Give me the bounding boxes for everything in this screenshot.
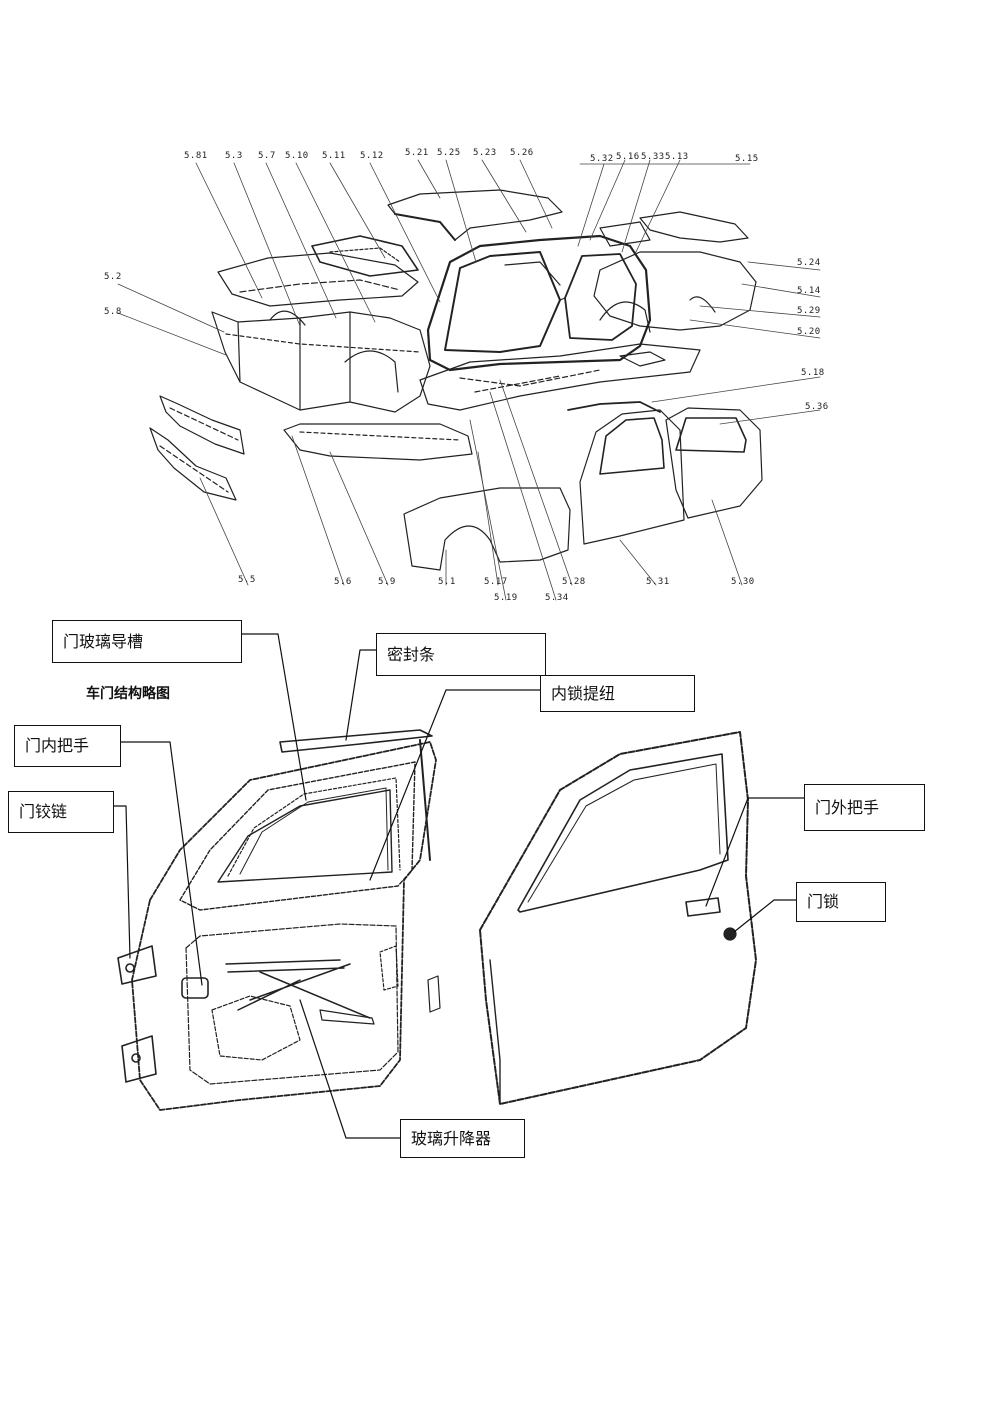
label-inner-lock-knob: 内锁提纽 (540, 675, 695, 712)
door-diagram-title: 车门结构略图 (86, 686, 170, 702)
part-label-5-32: 5.32 (590, 154, 614, 164)
part-label-5-36: 5.36 (805, 402, 829, 412)
part-label-5-15: 5.15 (735, 154, 759, 164)
label-door-lock: 门锁 (796, 882, 886, 922)
label-hinge: 门铰链 (8, 791, 114, 833)
hinges (117, 945, 157, 1083)
front-rail-lower (149, 427, 237, 501)
label-window-regulator: 玻璃升降器 (400, 1119, 525, 1158)
front-fender (403, 487, 571, 571)
door-lock-cylinder (723, 927, 737, 941)
exploded-body-view (149, 189, 763, 571)
part-label-5-29: 5.29 (797, 306, 821, 316)
inner-handle-pocket (181, 977, 209, 999)
front-door-panel (579, 409, 685, 545)
part-label-5-30: 5.30 (731, 577, 755, 587)
trunk-lid (639, 211, 749, 243)
part-label-5-33: 5.33 (641, 152, 665, 162)
part-label-5-1: 5.1 (438, 577, 456, 587)
glass-channel-rails (227, 777, 401, 877)
leader-lines-lower (113, 633, 805, 1139)
label-inner-handle: 门内把手 (14, 725, 121, 767)
part-label-5-13: 5.13 (665, 152, 689, 162)
part-label-5-3: 5.3 (225, 151, 243, 161)
front-rail-upper (159, 395, 245, 455)
label-outer-handle: 门外把手 (804, 784, 925, 831)
inner-door-frame (131, 741, 437, 1111)
front-structure (211, 311, 431, 413)
seal-strip (279, 729, 433, 753)
side-body-frame (426, 234, 652, 372)
window-regulator-arms (225, 959, 371, 1019)
part-label-5-25: 5.25 (437, 148, 461, 158)
part-label-5-81: 5.81 (184, 151, 208, 161)
outer-door-panel (479, 731, 757, 1105)
dash-panel (283, 423, 473, 461)
door-structure-view (117, 729, 757, 1111)
cowl-panel (311, 235, 419, 277)
label-glass-channel: 门玻璃导槽 (52, 620, 242, 663)
part-label-5-18: 5.18 (801, 368, 825, 378)
leader-lines-upper (117, 159, 821, 601)
part-label-5-10: 5.10 (285, 151, 309, 161)
part-label-5-17: 5.17 (484, 577, 508, 587)
label-seal-strip: 密封条 (376, 633, 546, 676)
part-label-5-19: 5.19 (494, 593, 518, 603)
part-label-5-14: 5.14 (797, 286, 821, 296)
hood-panel (217, 252, 419, 307)
part-label-5-2: 5.2 (104, 272, 122, 282)
part-label-5-31: 5.31 (646, 577, 670, 587)
part-label-5-9: 5.9 (378, 577, 396, 587)
part-label-5-7: 5.7 (258, 151, 276, 161)
part-label-5-28: 5.28 (562, 577, 586, 587)
part-label-5-34: 5.34 (545, 593, 569, 603)
rear-door-panel (665, 407, 763, 519)
part-label-5-20: 5.20 (797, 327, 821, 337)
part-label-5-6: 5.6 (334, 577, 352, 587)
part-label-5-5: 5.5 (238, 575, 256, 585)
part-label-5-11: 5.11 (322, 151, 346, 161)
part-label-5-26: 5.26 (510, 148, 534, 158)
part-label-5-16: 5.16 (616, 152, 640, 162)
part-label-5-24: 5.24 (797, 258, 821, 268)
part-label-5-8: 5.8 (104, 307, 122, 317)
rear-quarter (593, 251, 757, 331)
part-label-5-21: 5.21 (405, 148, 429, 158)
roof-panel (387, 189, 563, 241)
outer-handle-recess (685, 897, 721, 917)
part-label-5-23: 5.23 (473, 148, 497, 158)
floor-panel (419, 343, 701, 411)
part-label-5-12: 5.12 (360, 151, 384, 161)
